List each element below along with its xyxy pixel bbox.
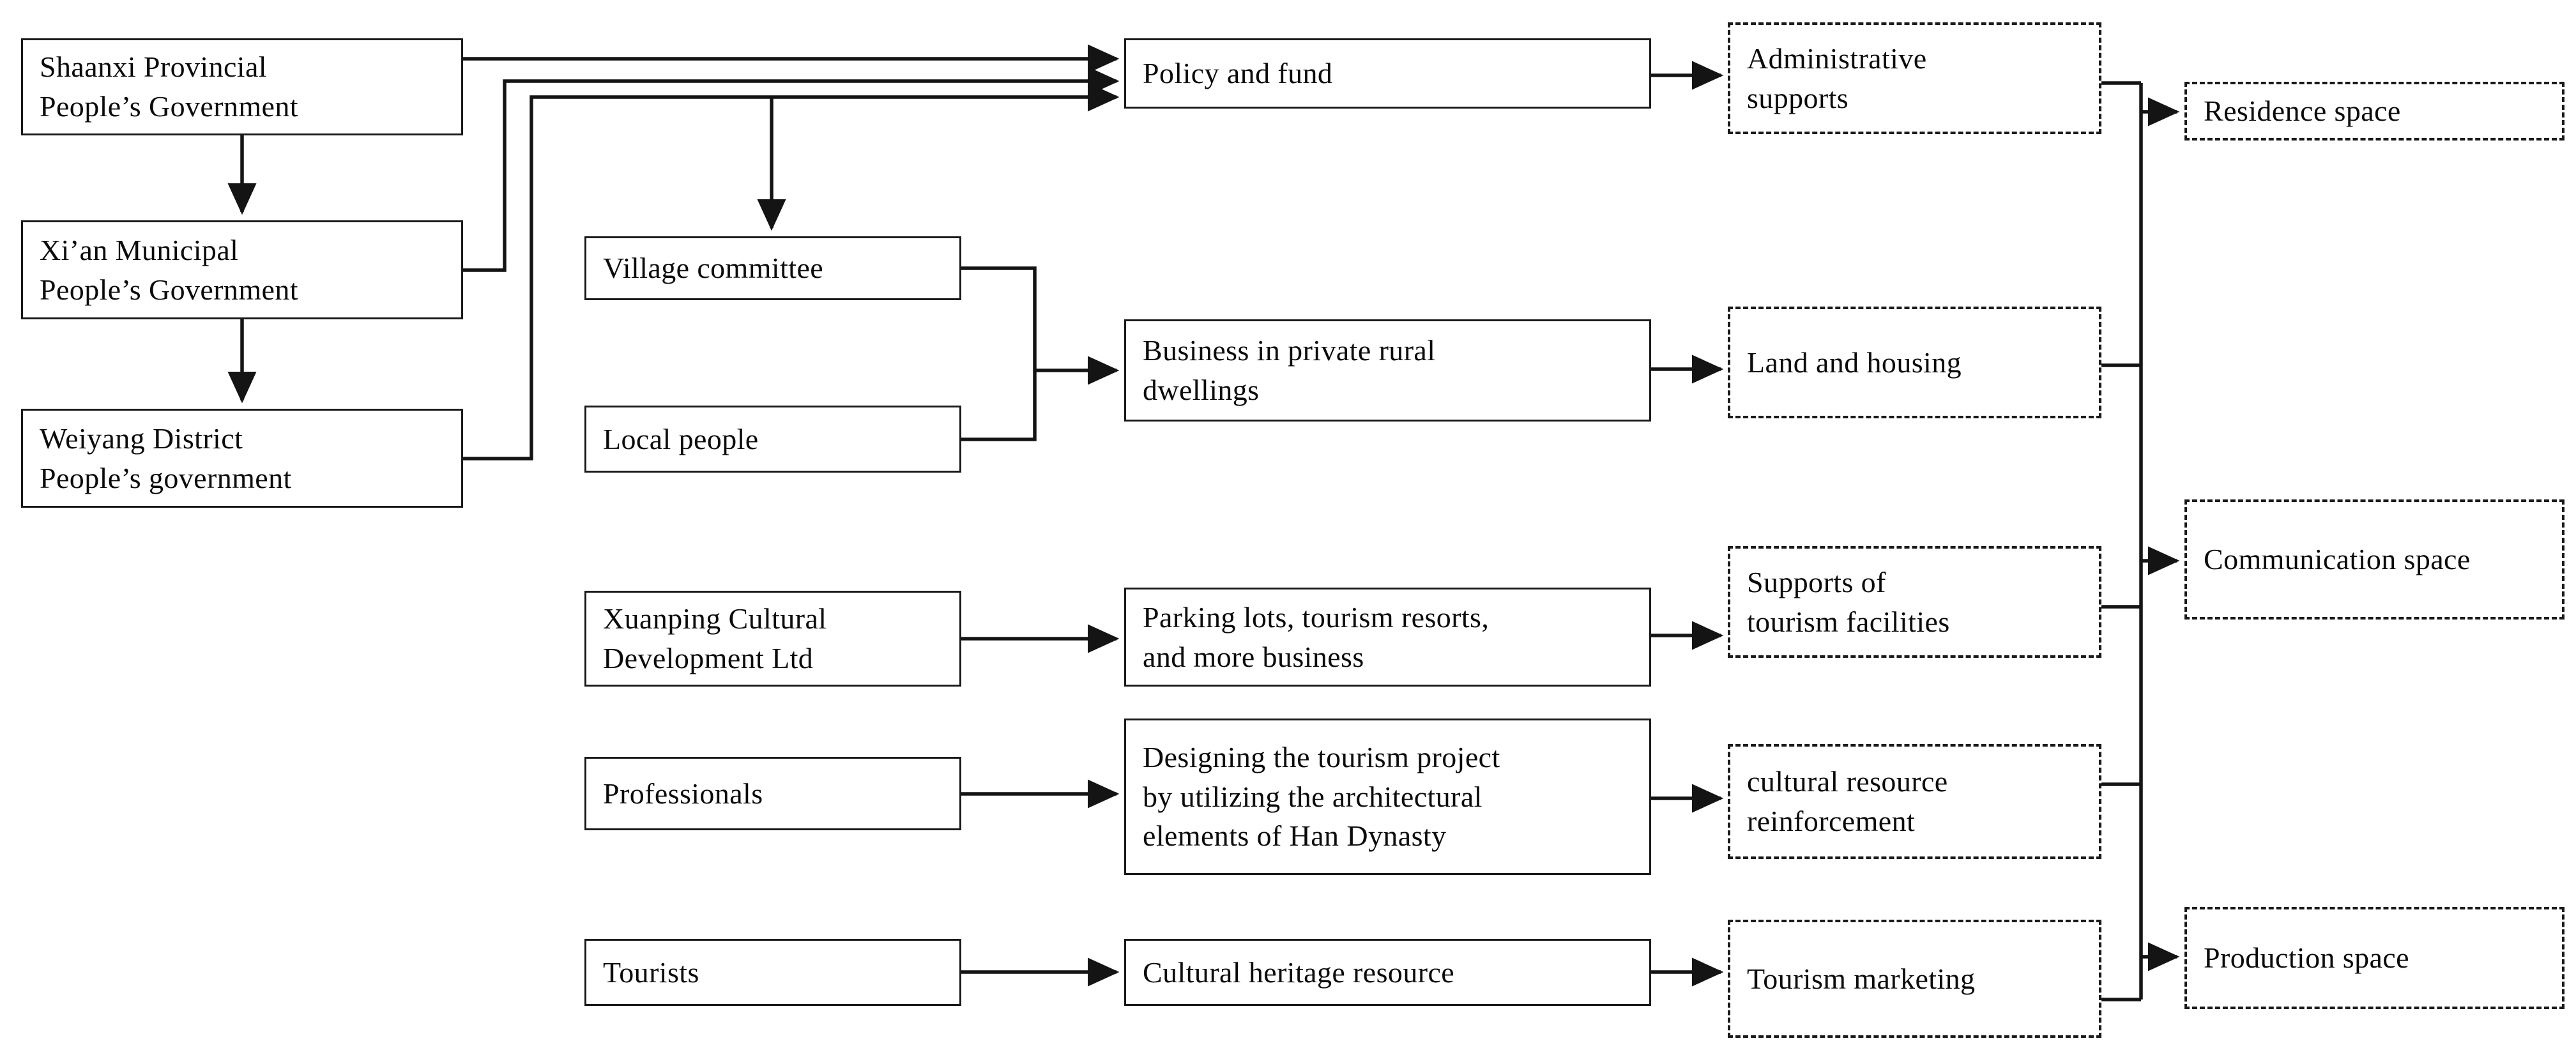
node-residence-space[interactable]: Residence space bbox=[2184, 82, 2565, 141]
node-designing-tourism-project[interactable]: Designing the tourism project by utilizi… bbox=[1124, 719, 1651, 875]
node-xian-municipal-government[interactable]: Xi’an Municipal People’s Government bbox=[21, 220, 463, 319]
node-label: Shaanxi Provincial People’s Government bbox=[40, 50, 298, 123]
node-land-and-housing[interactable]: Land and housing bbox=[1728, 307, 2101, 418]
node-label: Administrative supports bbox=[1747, 42, 1927, 114]
node-label: Cultural heritage resource bbox=[1143, 955, 1455, 989]
node-cultural-heritage-resource[interactable]: Cultural heritage resource bbox=[1124, 939, 1651, 1006]
node-label: Professionals bbox=[603, 777, 763, 810]
node-professionals[interactable]: Professionals bbox=[584, 757, 961, 830]
edge-local-people-merge bbox=[961, 370, 1037, 441]
node-weiyang-district-government[interactable]: Weiyang District People’s government bbox=[21, 409, 463, 508]
node-communication-space[interactable]: Communication space bbox=[2184, 499, 2565, 620]
node-label: Local people bbox=[603, 422, 759, 455]
node-label: Designing the tourism project by utilizi… bbox=[1143, 741, 1500, 853]
node-label: Xuanping Cultural Development Ltd bbox=[603, 602, 827, 674]
node-parking-lots-tourism-resorts[interactable]: Parking lots, tourism resorts, and more … bbox=[1124, 588, 1651, 687]
node-label: Parking lots, tourism resorts, and more … bbox=[1143, 600, 1490, 673]
node-label: Policy and fund bbox=[1143, 57, 1333, 90]
node-label: Supports of tourism facilities bbox=[1747, 565, 1950, 638]
node-label: Weiyang District People’s government bbox=[40, 422, 292, 494]
node-label: cultural resource reinforcement bbox=[1747, 765, 1948, 837]
node-label: Communication space bbox=[2204, 543, 2471, 576]
node-policy-and-fund[interactable]: Policy and fund bbox=[1124, 38, 1651, 109]
node-production-space[interactable]: Production space bbox=[2184, 907, 2565, 1009]
node-label: Village committee bbox=[603, 252, 824, 285]
node-local-people[interactable]: Local people bbox=[584, 406, 961, 473]
node-label: Residence space bbox=[2204, 95, 2401, 128]
node-business-in-private-rural-dwellings[interactable]: Business in private rural dwellings bbox=[1124, 319, 1651, 422]
edge-village-committee-merge bbox=[961, 266, 1037, 370]
node-label: Tourists bbox=[603, 955, 699, 989]
node-village-committee[interactable]: Village committee bbox=[584, 236, 961, 300]
node-supports-of-tourism-facilities[interactable]: Supports of tourism facilities bbox=[1728, 546, 2101, 658]
node-label: Land and housing bbox=[1747, 346, 1962, 379]
node-label: Tourism marketing bbox=[1747, 962, 1976, 995]
node-tourism-marketing[interactable]: Tourism marketing bbox=[1728, 920, 2101, 1038]
node-label: Business in private rural dwellings bbox=[1143, 334, 1436, 406]
node-tourists[interactable]: Tourists bbox=[584, 939, 961, 1006]
node-label: Xi’an Municipal People’s Government bbox=[40, 233, 298, 306]
node-administrative-supports[interactable]: Administrative supports bbox=[1728, 22, 2101, 134]
node-xuanping-cultural-development[interactable]: Xuanping Cultural Development Ltd bbox=[584, 591, 961, 687]
node-shaanxi-provincial-government[interactable]: Shaanxi Provincial People’s Government bbox=[21, 38, 463, 135]
node-label: Production space bbox=[2204, 941, 2409, 975]
node-cultural-resource-reinforcement[interactable]: cultural resource reinforcement bbox=[1728, 744, 2101, 859]
